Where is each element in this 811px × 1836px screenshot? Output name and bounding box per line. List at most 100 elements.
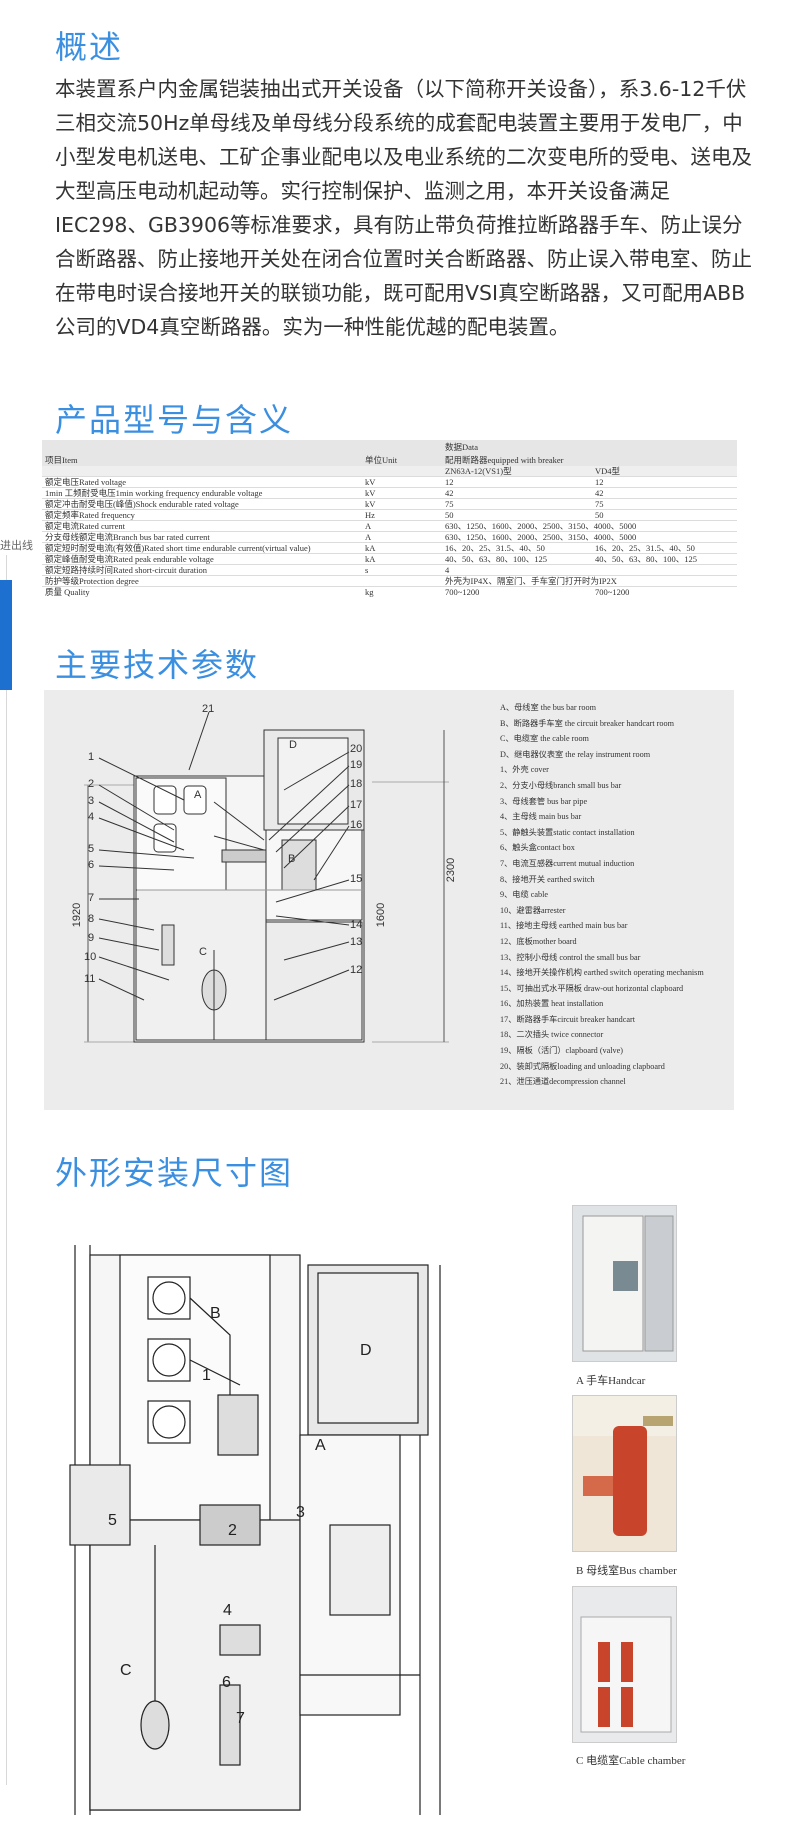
spec-cell: 分支母线额定电流Branch bus bar rated current (42, 531, 362, 543)
spec-cell: 700~1200 (442, 586, 592, 597)
callout-3: 3 (88, 795, 94, 807)
bus-chamber-photo-icon (573, 1396, 676, 1551)
callout-9: 9 (88, 932, 94, 944)
spec-row: 1min 工频耐受电压1min working frequency endura… (42, 487, 737, 499)
install-label-B: B (210, 1305, 221, 1322)
section-title-install: 外形安装尺寸图 (55, 1154, 294, 1192)
legend-item: 2、分支小母线branch small bus bar (500, 780, 622, 790)
legend-item: 8、接地开关 earthed switch (500, 874, 595, 884)
spec-cell: kA (362, 553, 442, 565)
section-title-model: 产品型号与含义 (55, 401, 294, 439)
callout-14: 14 (350, 919, 362, 931)
spec-cell: kg (362, 586, 442, 597)
spec-cell: 质量 Quality (42, 586, 362, 597)
callout-numbers-left: 1 2 3 4 5 6 7 8 9 10 11 21 (84, 703, 214, 985)
spec-cell: 额定频率Rated frequency (42, 509, 362, 521)
photo-cable-chamber (572, 1586, 677, 1743)
install-label-4: 4 (223, 1602, 232, 1619)
dim-2300: 2300 (445, 858, 457, 882)
callout-17: 17 (350, 799, 362, 811)
intro-paragraph: 本装置系户内金属铠装抽出式开关设备（以下简称开关设备），系3.6-12千伏三相交… (55, 77, 752, 339)
spec-cell: 额定短路持续时间Rated short-circuit duration (42, 564, 362, 576)
spec-cell: 4 (442, 564, 592, 576)
caption-bus-chamber: B 母线室Bus chamber (576, 1565, 677, 1577)
section-title-tech: 主要技术参数 (55, 646, 260, 684)
spec-cell: 12 (592, 476, 737, 488)
room-label-C: C (199, 946, 207, 958)
spec-head-vd4: VD4型 (592, 466, 737, 477)
callout-12: 12 (350, 964, 362, 976)
install-label-A: A (315, 1437, 326, 1454)
spec-cell: 额定峰值耐受电流Rated peak endurable voltage (42, 553, 362, 565)
install-label-1: 1 (202, 1367, 211, 1384)
callout-2: 2 (88, 778, 94, 790)
spec-cell: 50 (442, 509, 592, 521)
callouts-left (98, 711, 210, 1001)
install-dimension-drawing: B 1 D A 3 5 2 4 C 6 7 (69, 1245, 441, 1815)
callout-11: 11 (84, 973, 95, 985)
spec-head-unit: 单位Unit (362, 453, 442, 466)
install-label-D: D (360, 1342, 372, 1359)
legend-item: 13、控制小母线 control the small bus bar (500, 952, 641, 962)
spec-cell: A (362, 531, 442, 543)
legend-item: D、继电器仪表室 the relay instrument room (500, 749, 651, 759)
callout-1: 1 (88, 751, 94, 763)
spec-cell: 额定电流Rated current (42, 520, 362, 532)
caption-cable-chamber: C 电缆室Cable chamber (576, 1755, 686, 1767)
callout-15: 15 (350, 873, 362, 885)
callout-numbers-right: 20 19 18 17 16 15 14 13 12 (350, 743, 362, 976)
spec-cell: 50 (592, 509, 737, 521)
spec-head-zn: ZN63A-12(VS1)型 (442, 466, 592, 477)
spec-cell: kV (362, 487, 442, 499)
spec-cell (362, 575, 442, 587)
legend-item: 21、泄压通道decompression channel (500, 1077, 626, 1087)
spec-head-item: 项目Item (42, 453, 362, 466)
spec-cell: kA (362, 542, 442, 554)
section-title-overview: 概述 (55, 28, 124, 66)
dim-1920: 1920 (71, 903, 83, 927)
side-tab-label[interactable]: 进出线 (0, 539, 33, 552)
legend-item: 18、二次插头 twice connector (500, 1030, 604, 1040)
spec-cell: kV (362, 498, 442, 510)
legend-item: 3、母线套管 bus bar pipe (500, 796, 588, 806)
spec-cell: 42 (442, 487, 592, 499)
install-drawing: B 1 D A 3 5 2 4 C 6 7 (60, 1205, 560, 1820)
callout-13: 13 (350, 936, 362, 948)
side-active-indicator[interactable] (0, 580, 12, 690)
callout-20: 20 (350, 743, 362, 755)
legend-item: 19、隔板（活门）clapboard (valve) (500, 1046, 624, 1056)
callout-16: 16 (350, 819, 362, 831)
callout-7: 7 (88, 892, 94, 904)
legend-item: 14、接地开关操作机构 earthed switch operating mec… (500, 968, 704, 978)
spec-cell: 额定冲击耐受电压(峰值)Shock endurable rated voltag… (42, 498, 362, 510)
legend-item: A、母线室 the bus bar room (500, 703, 596, 712)
spec-head-breaker: 配用断路器equipped with breaker (442, 453, 737, 466)
spec-cell: 42 (592, 487, 737, 499)
callout-21: 21 (202, 703, 214, 715)
legend-item: 20、装卸式隔板loading and unloading clapboard (500, 1061, 665, 1071)
handcar-photo-icon (573, 1206, 676, 1361)
callout-8: 8 (88, 913, 94, 925)
spec-cell: 40、50、63、80、100、125 (442, 553, 592, 565)
spec-cell: 75 (442, 498, 592, 510)
legend-item: 12、底板mother board (500, 936, 577, 946)
dim-1600: 1600 (375, 903, 387, 927)
spec-cell: 16、20、25、31.5、40、50 (592, 542, 737, 554)
room-label-D: D (289, 739, 297, 751)
callout-5: 5 (88, 843, 94, 855)
photo-bus-chamber (572, 1395, 677, 1552)
cable-chamber-photo-icon (573, 1587, 676, 1742)
spec-cell: 630、1250、1600、2000、2500、3150、4000、5000 (442, 520, 737, 532)
spec-table: 数据Data 项目Item 单位Unit 配用断路器equipped with … (42, 440, 737, 626)
spec-cell: 防护等级Protection degree (42, 575, 362, 587)
callouts-right (268, 751, 350, 1001)
spec-cell: 75 (592, 498, 737, 510)
